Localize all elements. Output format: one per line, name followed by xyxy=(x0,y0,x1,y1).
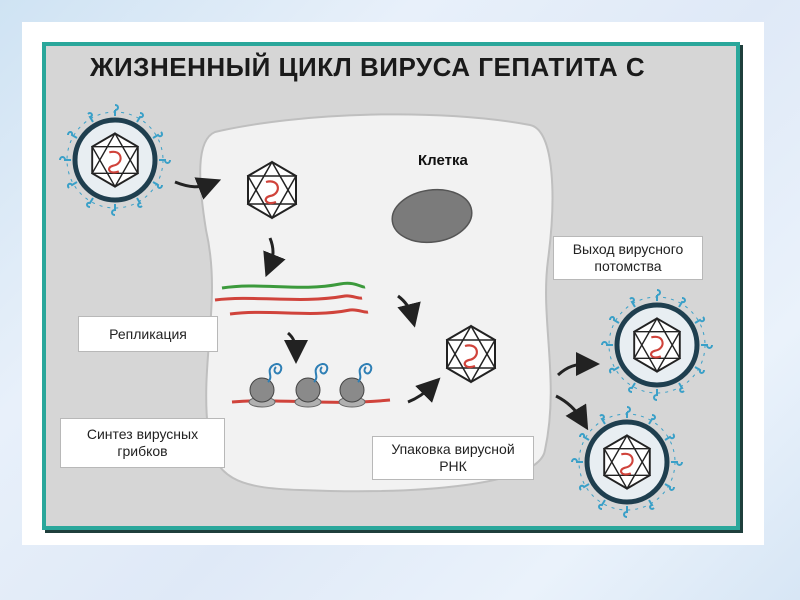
replication-label: Репликация xyxy=(78,316,218,352)
diagram-title: ЖИЗНЕННЫЙ ЦИКЛ ВИРУСА ГЕПАТИТА С xyxy=(90,52,646,82)
synthesis-label-text: Синтез вирусных грибков xyxy=(86,426,199,459)
rna-strand-red-2 xyxy=(229,308,369,316)
cell-label: Клетка xyxy=(418,152,468,169)
rna-strand-green xyxy=(221,281,366,290)
released-virus-1 xyxy=(602,290,712,400)
release-label: Выход вирусного потомства xyxy=(553,236,703,280)
arrow-entry xyxy=(174,177,222,200)
arrow-release-1 xyxy=(556,352,600,377)
arrow-to-packaging-top xyxy=(397,294,421,328)
replication-label-text: Репликация xyxy=(109,325,187,342)
host-cell xyxy=(199,113,554,493)
arrow-to-replication xyxy=(263,237,286,278)
released-virus-2 xyxy=(572,407,682,517)
rna-strand-red-1 xyxy=(214,294,363,302)
nucleus xyxy=(391,188,473,244)
synthesis-label: Синтез вирусных грибков xyxy=(60,418,225,468)
arrow-release-2 xyxy=(555,394,589,431)
packaging-label: Упаковка вирусной РНК xyxy=(372,436,534,480)
release-label-text: Выход вирусного потомства xyxy=(572,241,684,274)
arrow-to-packaging-bottom xyxy=(407,377,441,404)
arrow-to-synthesis xyxy=(283,331,308,364)
incoming-virus xyxy=(60,105,170,215)
packaging-label-text: Упаковка вирусной РНК xyxy=(391,441,515,474)
